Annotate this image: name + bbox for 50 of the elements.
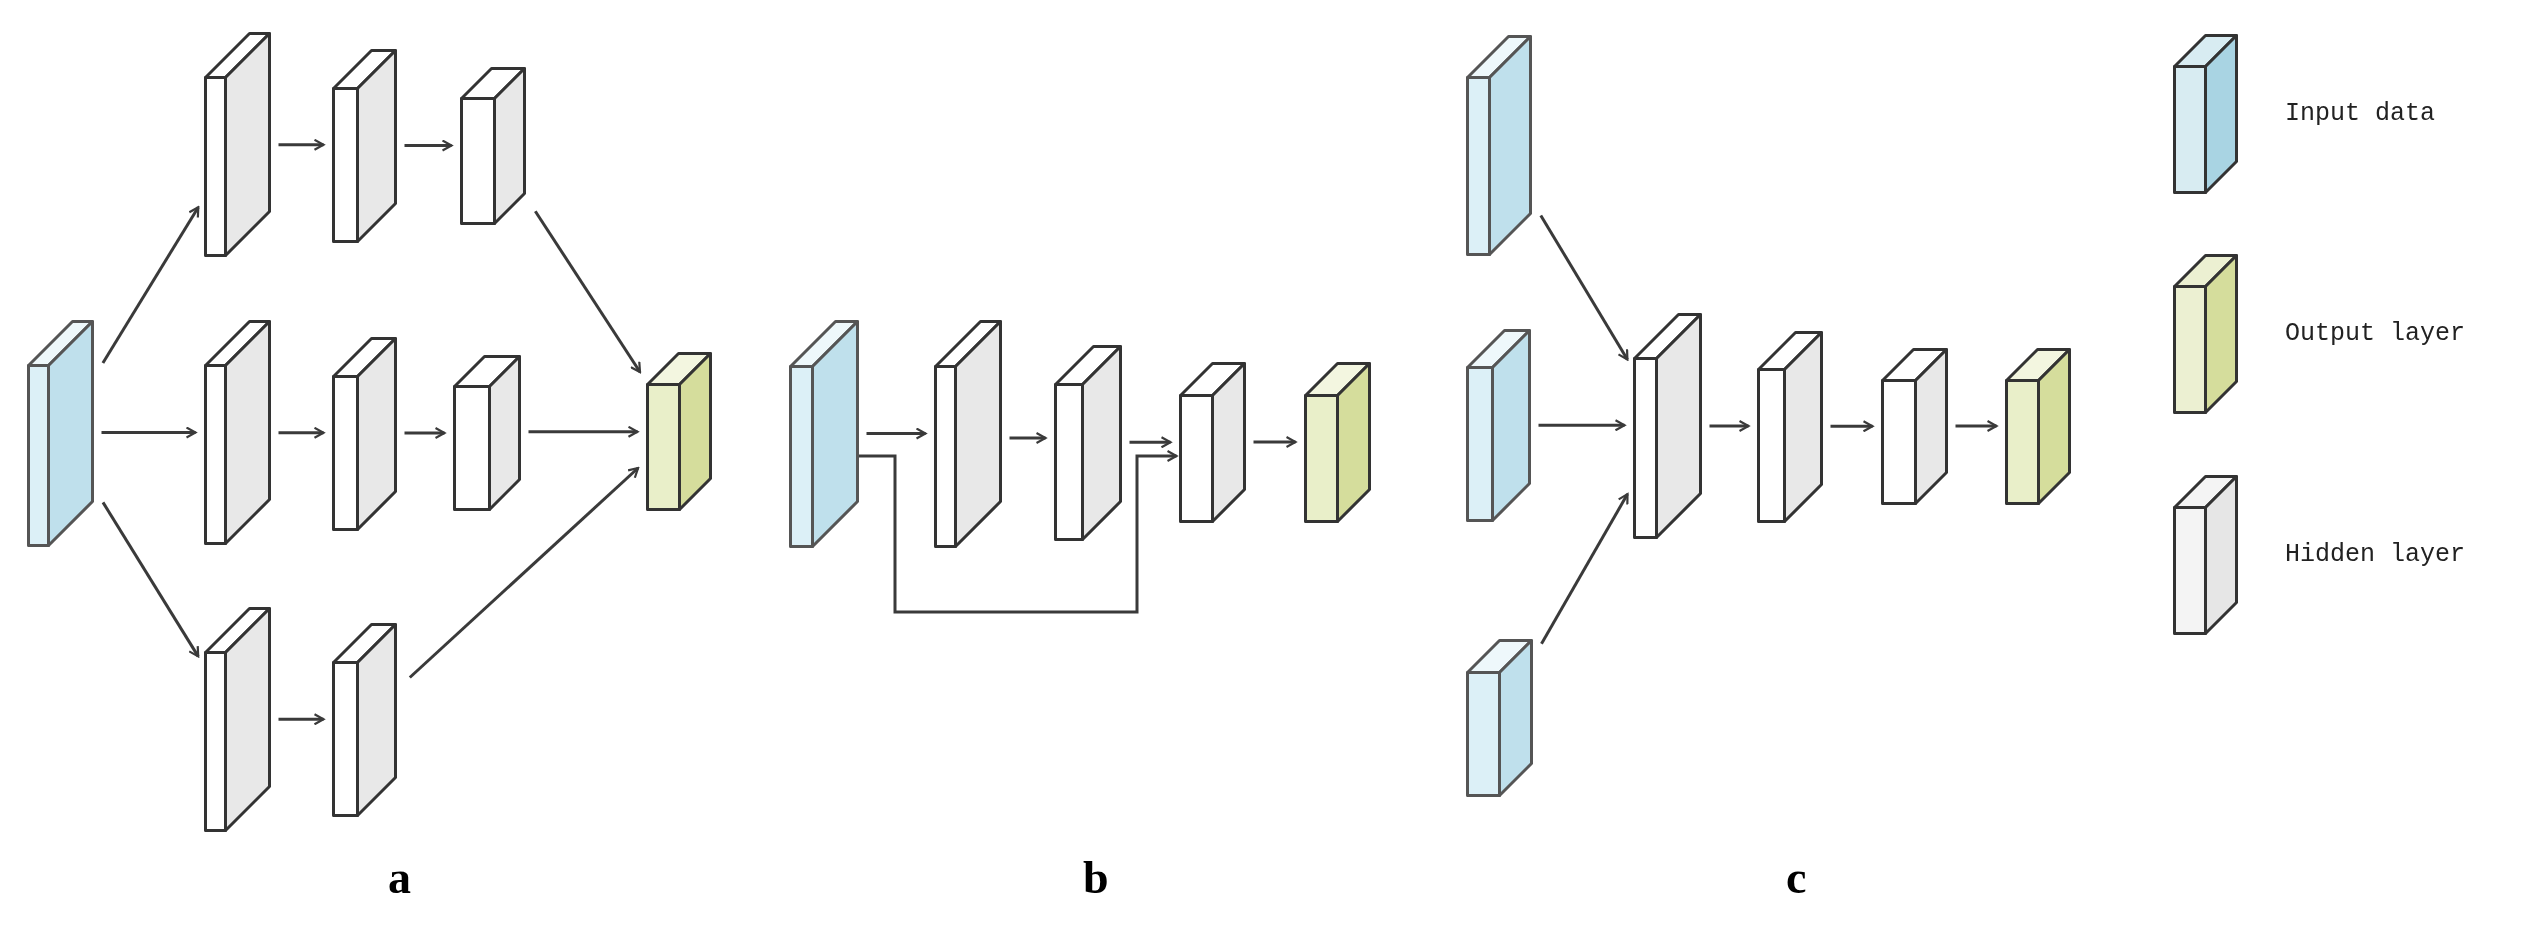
arrow (404, 426, 446, 440)
arrow (528, 425, 639, 438)
panel-label: a (388, 855, 411, 901)
legend-label: Output layer (2285, 318, 2466, 348)
layer-block (1053, 344, 1122, 541)
arrow (1129, 436, 1172, 449)
arrow (1538, 419, 1626, 432)
arrow (404, 139, 453, 152)
layer-block (203, 319, 271, 545)
layer-block (331, 48, 397, 243)
arrow (858, 449, 1178, 614)
arrow (408, 466, 640, 679)
layer-block (1465, 34, 1532, 256)
arrow (278, 138, 325, 151)
arrow (101, 206, 200, 364)
layer-block (645, 351, 712, 511)
layer-block (1756, 330, 1823, 523)
legend-label: Input data (2285, 98, 2436, 128)
arrow (1253, 435, 1297, 449)
layer-block (203, 606, 271, 832)
arrow (101, 426, 197, 439)
layer-block (2004, 347, 2071, 505)
arrow (1830, 420, 1874, 433)
layer-block (452, 354, 521, 511)
arrow (534, 210, 642, 374)
arrow (1540, 493, 1629, 645)
arrow (278, 426, 325, 439)
layer-block (26, 319, 94, 547)
arrow (1009, 431, 1047, 445)
layer-block (1632, 312, 1702, 539)
layer-block (1465, 328, 1531, 522)
layer-block (1178, 361, 1246, 523)
layer-block (331, 622, 397, 817)
arrow (1955, 419, 1998, 433)
arrow (1539, 214, 1629, 361)
arrow (278, 713, 325, 726)
layer-block (1880, 347, 1948, 505)
arrow (101, 501, 200, 658)
arrow (866, 427, 927, 440)
arrow (1709, 419, 1750, 433)
panel-label: c (1786, 855, 1807, 901)
layer-block (1465, 638, 1533, 797)
layer-block (331, 336, 397, 531)
layer-block (459, 66, 526, 225)
layer-block (1303, 361, 1371, 523)
layer-block (933, 319, 1002, 548)
layer-block (203, 31, 271, 257)
legend-label: Hidden layer (2285, 539, 2466, 569)
panel-label: b (1083, 855, 1109, 901)
layer-block (788, 319, 859, 548)
